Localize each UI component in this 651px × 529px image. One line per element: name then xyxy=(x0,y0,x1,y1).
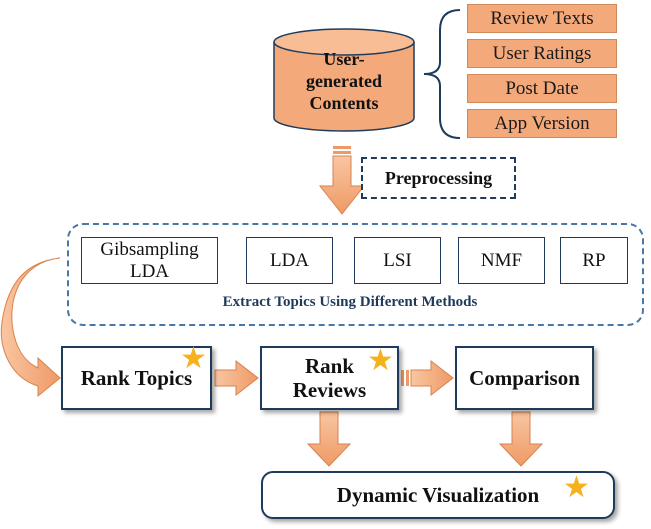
source-label: User- generated Contents xyxy=(306,49,382,113)
star-icon: ★ xyxy=(180,341,207,376)
method-nmf: NMF xyxy=(458,237,545,284)
attribute-app-version: App Version xyxy=(467,109,617,138)
arrow-right-rank-reviews xyxy=(214,359,259,397)
star-icon: ★ xyxy=(563,470,590,505)
method-lsi: LSI xyxy=(354,237,441,284)
arrow-down-from-comparison xyxy=(498,411,544,467)
rank-reviews-box: Rank Reviews xyxy=(260,346,399,410)
method-lda: LDA xyxy=(246,237,333,284)
rank-topics-box: Rank Topics xyxy=(61,346,212,410)
attribute-review-texts: Review Texts xyxy=(467,4,617,33)
brace-connector xyxy=(423,9,461,139)
comparison-box: Comparison xyxy=(455,346,594,410)
arrow-down-from-rank-reviews xyxy=(306,411,352,467)
method-gibsampling-lda: Gibsampling LDA xyxy=(81,237,218,284)
star-icon: ★ xyxy=(367,343,394,378)
preprocessing-box: Preprocessing xyxy=(361,157,516,199)
extract-caption: Extract Topics Using Different Methods xyxy=(222,293,478,310)
database-cylinder-icon xyxy=(273,28,415,132)
dynamic-visualization-box: Dynamic Visualization xyxy=(261,471,615,519)
arrow-right-comparison xyxy=(401,359,454,397)
arrow-down-to-extract xyxy=(318,146,366,215)
attribute-post-date: Post Date xyxy=(467,74,617,103)
method-rp: RP xyxy=(560,237,628,284)
attribute-user-ratings: User Ratings xyxy=(467,39,617,68)
curved-arrow-to-rank-topics xyxy=(0,257,61,398)
